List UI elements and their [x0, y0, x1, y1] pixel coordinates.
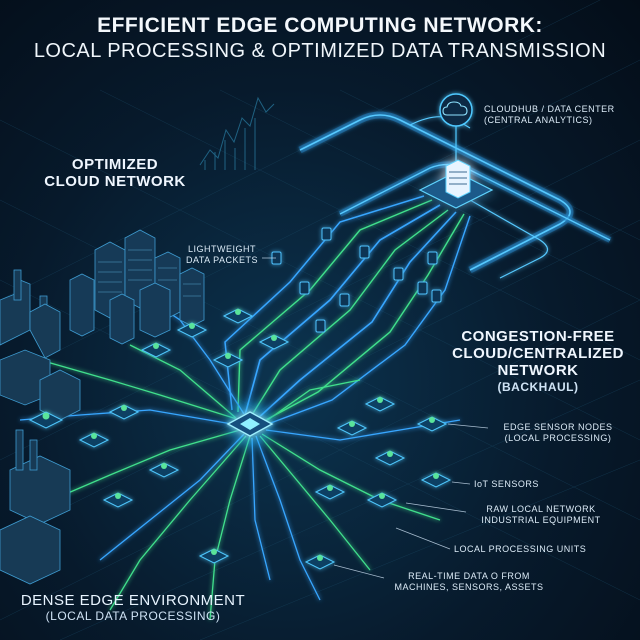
real-time-data-label: REAL-TIME DATA O FROM MACHINES, SENSORS,… — [384, 571, 554, 593]
city-buildings — [69, 229, 205, 345]
label-line: DENSE EDGE ENVIRONMENT — [20, 592, 246, 609]
factories — [0, 269, 81, 585]
analytics-chart-graphic — [199, 96, 275, 170]
title-line-2: LOCAL PROCESSING & OPTIMIZED DATA TRANSM… — [33, 40, 607, 62]
label-line: LIGHTWEIGHT — [188, 244, 256, 254]
label-line: RAW LOCAL NETWORK — [486, 504, 596, 514]
label-sub: (BACKHAUL) — [497, 380, 579, 394]
cloud-hub-label-sub: (CENTRAL ANALYTICS) — [484, 115, 593, 125]
building-windows — [98, 249, 201, 297]
label-line: EDGE SENSOR NODES — [503, 422, 613, 432]
wifi-signal-icon — [148, 462, 180, 478]
data-flow-lines — [224, 195, 471, 425]
wifi-signal-icon — [198, 548, 230, 564]
wifi-signal-icon — [314, 484, 346, 500]
wifi-signal-icon — [420, 472, 452, 488]
wifi-signal-icon — [336, 420, 368, 436]
wifi-signal-icon — [212, 352, 244, 368]
label-line: INDUSTRIAL EQUIPMENT — [481, 515, 601, 525]
local-processing-units-label: LOCAL PROCESSING UNITS — [454, 544, 587, 554]
label-line: CLOUD NETWORK — [44, 173, 186, 190]
wifi-signal-icon — [108, 404, 140, 420]
label-sub: (LOCAL DATA PROCESSING) — [45, 609, 221, 623]
raw-local-network-label: RAW LOCAL NETWORK INDUSTRIAL EQUIPMENT — [466, 504, 616, 526]
edge-sensor-nodes-label: EDGE SENSOR NODES (LOCAL PROCESSING) — [488, 422, 628, 444]
label-line: OPTIMIZED — [71, 156, 159, 173]
cloud-hub-label-line: CLOUDHUB / DATA CENTER — [484, 104, 615, 114]
edge-nodes — [28, 308, 452, 570]
label-line: MACHINES, SENSORS, ASSETS — [394, 582, 544, 592]
wifi-signal-icon — [28, 411, 64, 429]
wifi-signal-icon — [222, 308, 254, 324]
wifi-signal-icon — [364, 396, 396, 412]
title-line-1: EFFICIENT EDGE COMPUTING NETWORK: — [97, 14, 543, 37]
wifi-signal-icon — [102, 492, 134, 508]
wifi-signal-icon — [366, 492, 398, 508]
cloud-hub-label: CLOUDHUB / DATA CENTER (CENTRAL ANALYTIC… — [484, 104, 615, 126]
label-line: NETWORK — [497, 362, 579, 379]
wifi-signal-icon — [140, 342, 172, 358]
label-line: DATA PACKETS — [185, 255, 258, 265]
chip-icon — [216, 390, 284, 458]
lightweight-packets-label: LIGHTWEIGHT DATA PACKETS — [180, 244, 264, 266]
wifi-signal-icon — [304, 554, 336, 570]
label-line: (LOCAL PROCESSING) — [504, 433, 612, 443]
wifi-signal-icon — [78, 432, 110, 448]
label-line: CONGESTION-FREE — [461, 328, 615, 345]
label-leader-lines — [262, 257, 489, 579]
wifi-signal-icon — [374, 450, 406, 466]
wifi-signal-icon — [416, 416, 448, 432]
wifi-signal-icon — [258, 334, 290, 350]
congestion-free-label: CONGESTION-FREE CLOUD/CENTRALIZED NETWOR… — [440, 328, 636, 396]
optimized-cloud-network-label: OPTIMIZED CLOUD NETWORK — [30, 156, 200, 190]
dense-edge-label: DENSE EDGE ENVIRONMENT (LOCAL DATA PROCE… — [18, 592, 248, 623]
label-line: REAL-TIME DATA O FROM — [408, 571, 530, 581]
label-line: CLOUD/CENTRALIZED — [452, 345, 624, 362]
server-rack-icon — [418, 159, 494, 209]
iot-sensors-label: IoT SENSORS — [474, 479, 539, 489]
wifi-signal-icon — [176, 322, 208, 338]
cloud-hub — [439, 93, 473, 162]
data-packets — [271, 227, 442, 333]
